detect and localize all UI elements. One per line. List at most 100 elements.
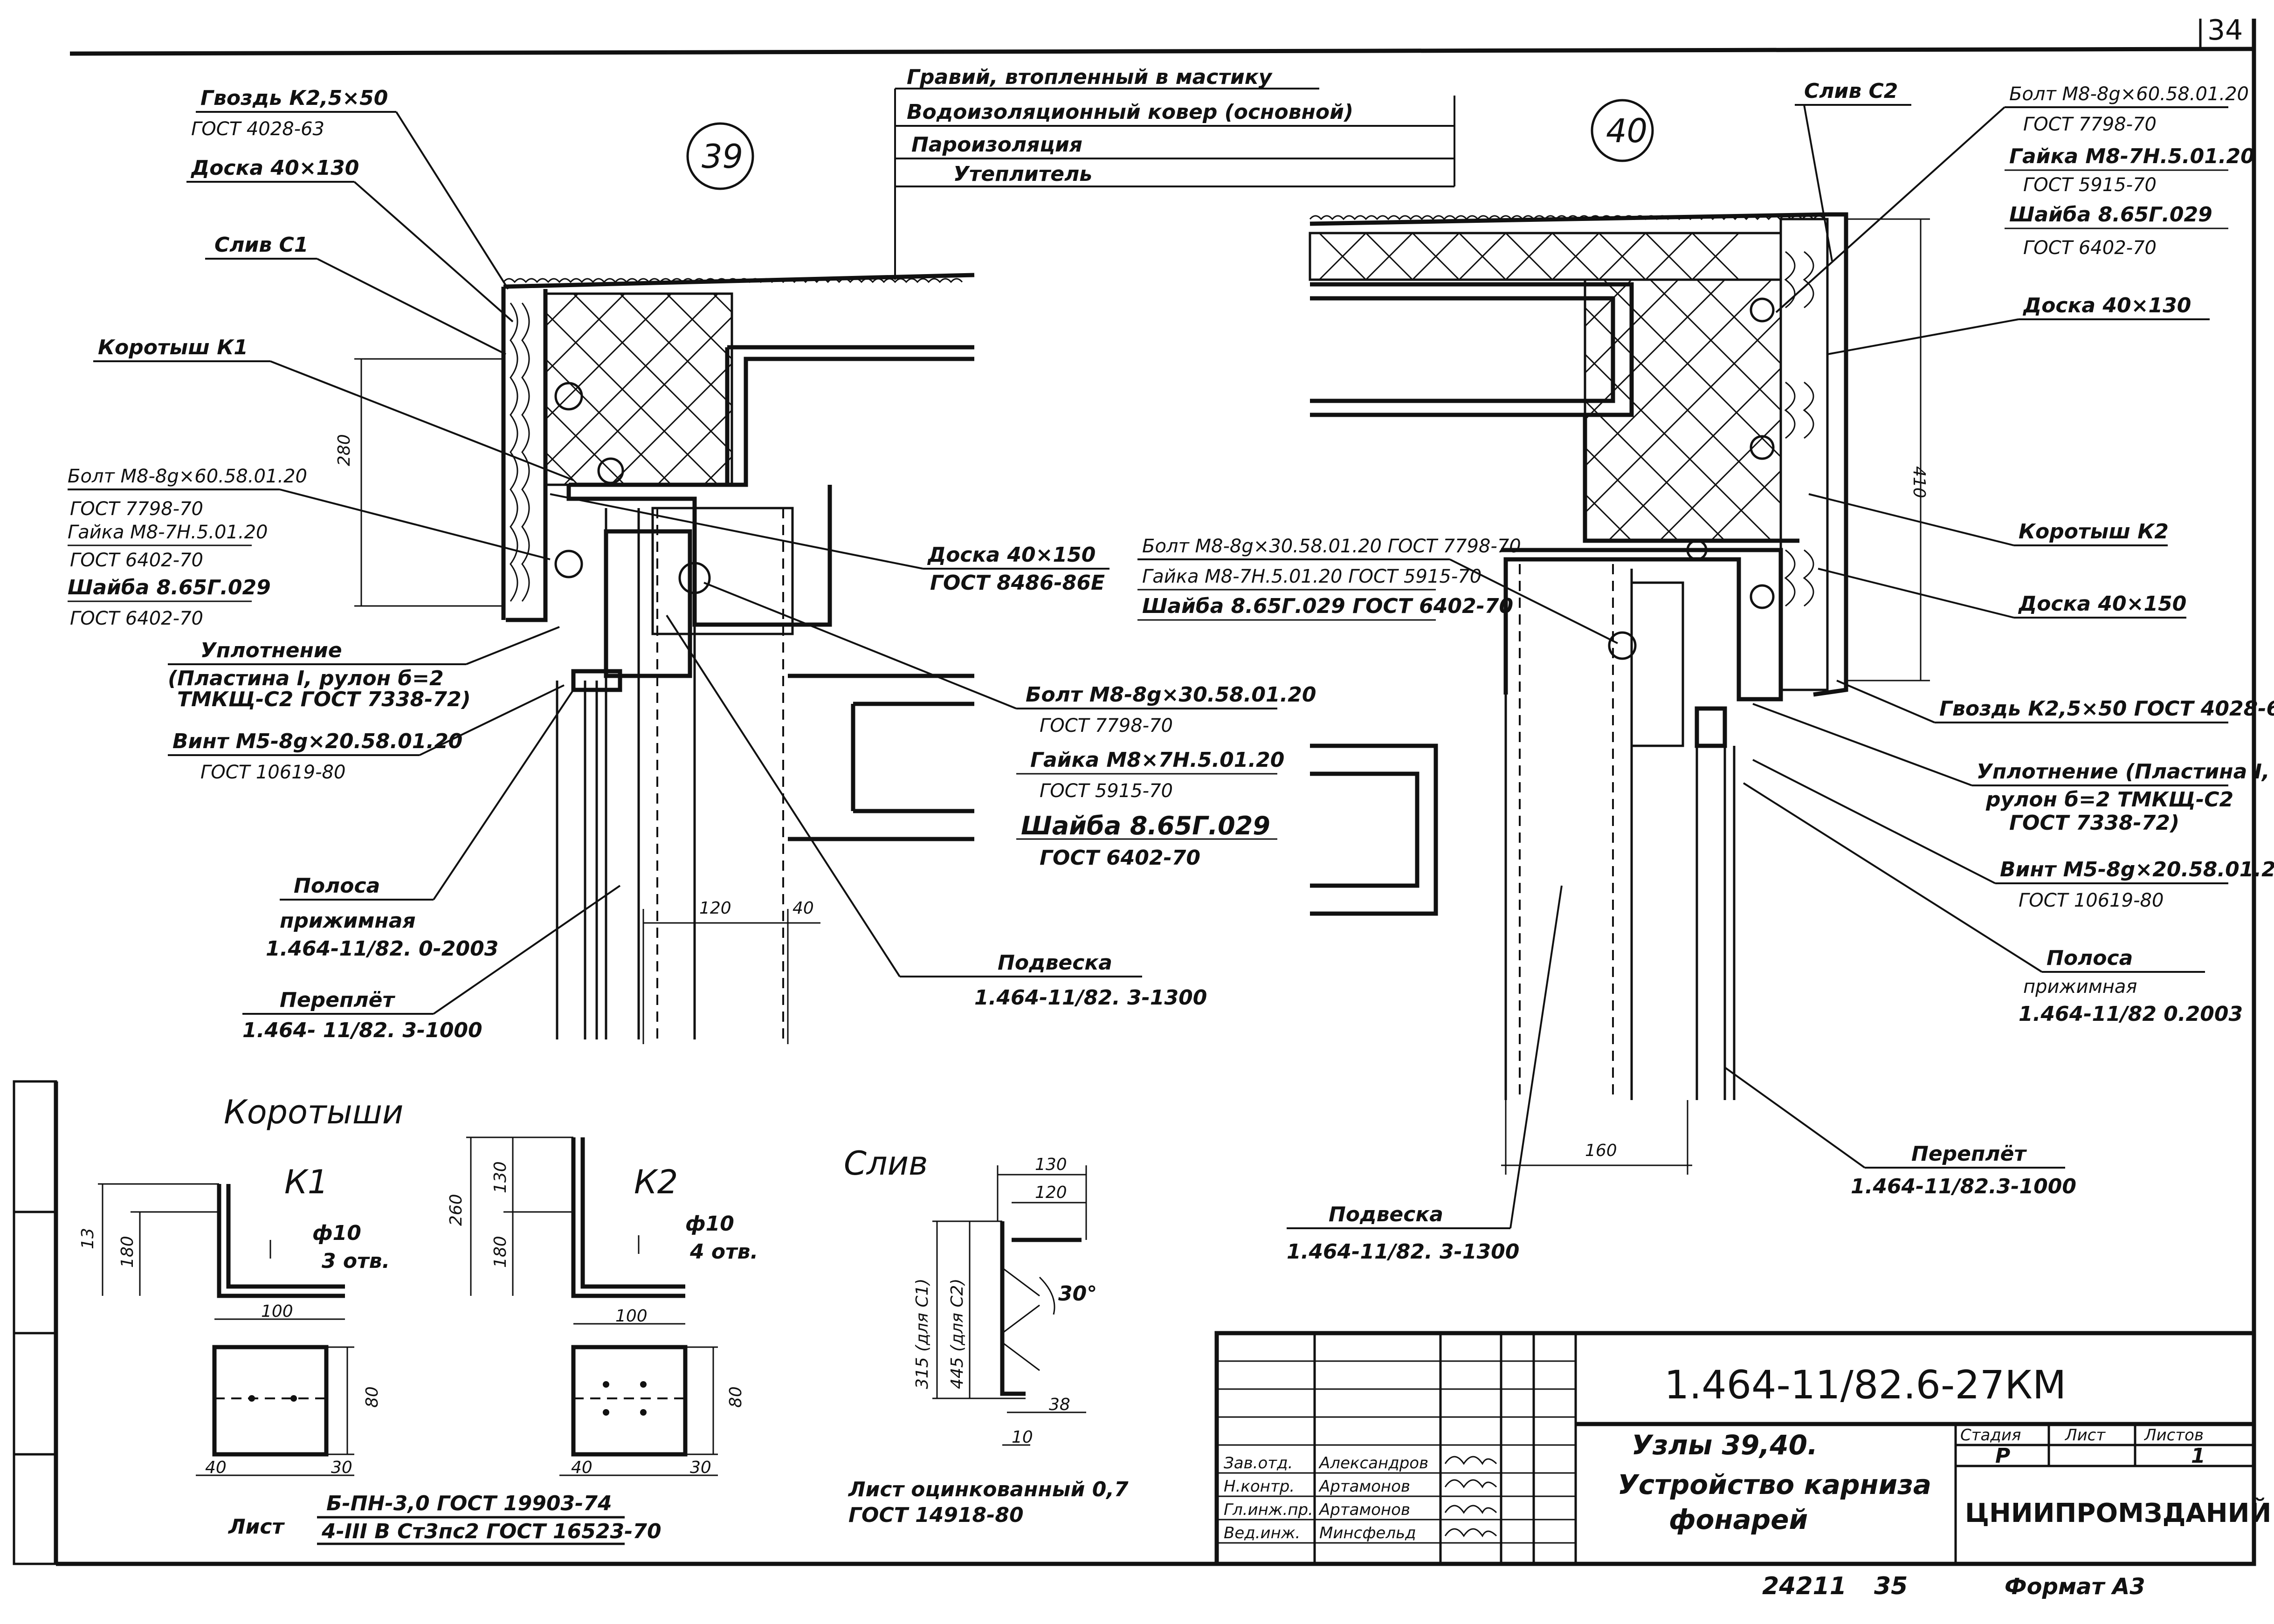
- k1-hole: ф10: [312, 1221, 361, 1245]
- box-k2-label: К2: [634, 1163, 678, 1201]
- n39-strip: Полоса: [294, 874, 380, 898]
- node-39-number: 39: [702, 138, 743, 176]
- sheet-number: 34: [2207, 14, 2243, 47]
- k2-130: 130: [491, 1161, 510, 1193]
- n39-nail-gost: ГОСТ 4028-63: [191, 118, 324, 140]
- dim-410: 410: [1909, 466, 1929, 498]
- dim-280: 280: [335, 434, 354, 466]
- n40-screw-gost: ГОСТ 10619-80: [2019, 890, 2164, 911]
- k1-100: 100: [261, 1302, 293, 1321]
- n40-hanger-code: 1.464-11/82. 3-1300: [1287, 1240, 1519, 1264]
- n39-nut2: Гайка М8×7Н.5.01.20: [1030, 748, 1284, 772]
- sig-name-2: Артамонов: [1318, 1500, 1410, 1519]
- n40-nail: Гвоздь К2,5×50 ГОСТ 4028-63: [1939, 697, 2274, 721]
- boxes-detail: Коротыши К1 ф10 3 отв. 13 180 100 80 40 …: [78, 1093, 758, 1545]
- sheets-header: Листов: [2143, 1426, 2204, 1445]
- n40-strip: Полоса: [2047, 946, 2133, 970]
- k2-180: 180: [491, 1236, 510, 1268]
- n40-washer: Шайба 8.65Г.029: [2009, 203, 2212, 227]
- sig-role-0: Зав.отд.: [1224, 1454, 1293, 1473]
- title-line2: Устройство карниза: [1618, 1469, 1931, 1500]
- n39-washer-gost: ГОСТ 6402-70: [70, 608, 203, 629]
- n40-board: Доска 40×130: [2022, 294, 2191, 317]
- n40-seal-spec1: рулон б=2 ТМКЩ-С2: [1985, 788, 2233, 812]
- drawing-code: 1.464-11/82.6-27КМ: [1664, 1362, 2066, 1408]
- sheets-value: 1: [2191, 1444, 2205, 1468]
- roof-layer-insulation: Утеплитель: [953, 162, 1092, 186]
- flashing-material-gost: ГОСТ 14918-80: [848, 1503, 1024, 1527]
- sig-role-3: Вед.инж.: [1224, 1524, 1300, 1542]
- n39-bolt2: Болт М8-8g×30.58.01.20: [1026, 683, 1316, 707]
- n40-sash-code: 1.464-11/82.3-1000: [1851, 1175, 2076, 1198]
- n39-seal-spec1: (Пластина I, рулон б=2: [168, 667, 444, 690]
- sheet-header: Лист: [2064, 1426, 2106, 1445]
- boxes-sheet-spec1: Б-ПН-3,0 ГОСТ 19903-74: [326, 1492, 612, 1515]
- n40-nut-gost: ГОСТ 5915-70: [2023, 174, 2157, 196]
- node-40-right-callouts: Слив С2 Болт М8-8g×60.58.01.20 ГОСТ 7798…: [1724, 79, 2274, 1198]
- sig-name-0: Александров: [1318, 1454, 1428, 1473]
- flashing-detail: Слив 130 120 30° 315 (для С1) 445 (для С…: [844, 1144, 1129, 1527]
- n40-washer-gost: ГОСТ 6402-70: [2023, 237, 2157, 259]
- n40-sash: Переплёт: [1911, 1142, 2027, 1166]
- n40-screw: Винт М5-8g×20.58.01.20: [2000, 858, 2274, 881]
- plan-30b: 30: [690, 1458, 711, 1477]
- plan-80b: 80: [726, 1386, 745, 1408]
- node-39-right-callouts: Доска 40×150 ГОСТ 8486-86Е Болт М8-8g×30…: [550, 493, 1316, 1010]
- n39-bolt2-gost: ГОСТ 7798-70: [1040, 715, 1173, 736]
- n40-bolt2: Болт М8-8g×30.58.01.20 ГОСТ 7798-70: [1142, 536, 1521, 557]
- n40-hanger: Подвеска: [1329, 1203, 1443, 1226]
- k1-180: 180: [118, 1236, 137, 1268]
- flashing-dim130: 130: [1035, 1155, 1067, 1174]
- copy-number: 35: [1874, 1572, 1908, 1600]
- n39-nut2-gost: ГОСТ 5915-70: [1040, 780, 1173, 802]
- box-k1-label: К1: [284, 1163, 328, 1201]
- boxes-sheet-spec2: 4-III В Ст3пс2 ГОСТ 16523-70: [321, 1520, 662, 1543]
- organization: ЦНИИПРОМЗДАНИЙ: [1965, 1498, 2271, 1528]
- drawing-frame: 34: [13, 14, 2256, 1566]
- n39-seal-spec2: ТМКЩ-С2 ГОСТ 7338-72): [177, 688, 471, 711]
- n39-washer2-gost: ГОСТ 6402-70: [1040, 846, 1200, 870]
- k2-100: 100: [615, 1307, 648, 1326]
- n39-board2: Доска 40×150: [927, 543, 1096, 567]
- n39-hanger-code: 1.464-11/82. 3-1300: [974, 986, 1207, 1010]
- sig-role-1: Н.контр.: [1224, 1477, 1295, 1496]
- stage-value: Р: [1995, 1444, 2010, 1468]
- roof-layer-waterproof: Водоизоляционный ковер (основной): [907, 100, 1353, 124]
- n39-bolt-gost: ГОСТ 7798-70: [70, 498, 203, 520]
- n39-screw-gost: ГОСТ 10619-80: [200, 762, 345, 783]
- signature-scribbles: [1444, 1456, 1497, 1537]
- n39-strip-spec: прижимная: [280, 909, 416, 933]
- n40-bolt-gost: ГОСТ 7798-70: [2023, 114, 2157, 135]
- n39-washer: Шайба 8.65Г.029: [68, 576, 271, 599]
- n40-seal-spec2: ГОСТ 7338-72): [2009, 811, 2179, 835]
- roof-layer-vapour: Пароизоляция: [911, 133, 1082, 157]
- n40-strip-code: 1.464-11/82 0.2003: [2019, 1002, 2243, 1026]
- n39-nut: Гайка М8-7Н.5.01.20: [68, 522, 268, 543]
- node-40-detail: 40: [1137, 79, 2274, 1264]
- k1-holes: 3 отв.: [322, 1249, 390, 1273]
- plan-40b: 40: [571, 1458, 593, 1477]
- n39-washer2: Шайба 8.65Г.029: [1021, 811, 1270, 840]
- n40-flashing: Слив С2: [1804, 79, 1898, 103]
- n40-seal: Уплотнение (Пластина I,: [1977, 760, 2270, 784]
- title-block: Зав.отд. Александров Н.контр. Артамонов …: [1214, 1331, 2271, 1600]
- n39-hanger: Подвеска: [998, 951, 1112, 975]
- n40-nut2: Гайка М8-7Н.5.01.20 ГОСТ 5915-70: [1142, 566, 1482, 587]
- n40-strip-spec: прижимная: [2023, 976, 2137, 998]
- plan-80a: 80: [363, 1386, 382, 1408]
- format-label: Формат А3: [2005, 1574, 2145, 1600]
- dim-160: 160: [1585, 1141, 1617, 1160]
- sig-name-1: Артамонов: [1318, 1477, 1410, 1496]
- title-line1: Узлы 39,40.: [1632, 1429, 1818, 1461]
- node-40-left-callouts: Болт М8-8g×30.58.01.20 ГОСТ 7798-70 Гайк…: [1137, 536, 1618, 1264]
- n40-nut: Гайка М8-7Н.5.01.20: [2009, 145, 2255, 168]
- sig-role-2: Гл.инж.пр.: [1224, 1500, 1313, 1519]
- title-line3: фонарей: [1669, 1504, 1808, 1535]
- n39-sash-code: 1.464- 11/82. 3-1000: [242, 1018, 482, 1042]
- flashing-dim445: 445 (для С2): [948, 1279, 967, 1389]
- boxes-title: Коротыши: [224, 1093, 403, 1131]
- n39-flashing: Слив С1: [214, 233, 308, 257]
- node-39-detail: 39: [68, 65, 1455, 1044]
- n40-box-k2: Коротыш К2: [2019, 520, 2169, 544]
